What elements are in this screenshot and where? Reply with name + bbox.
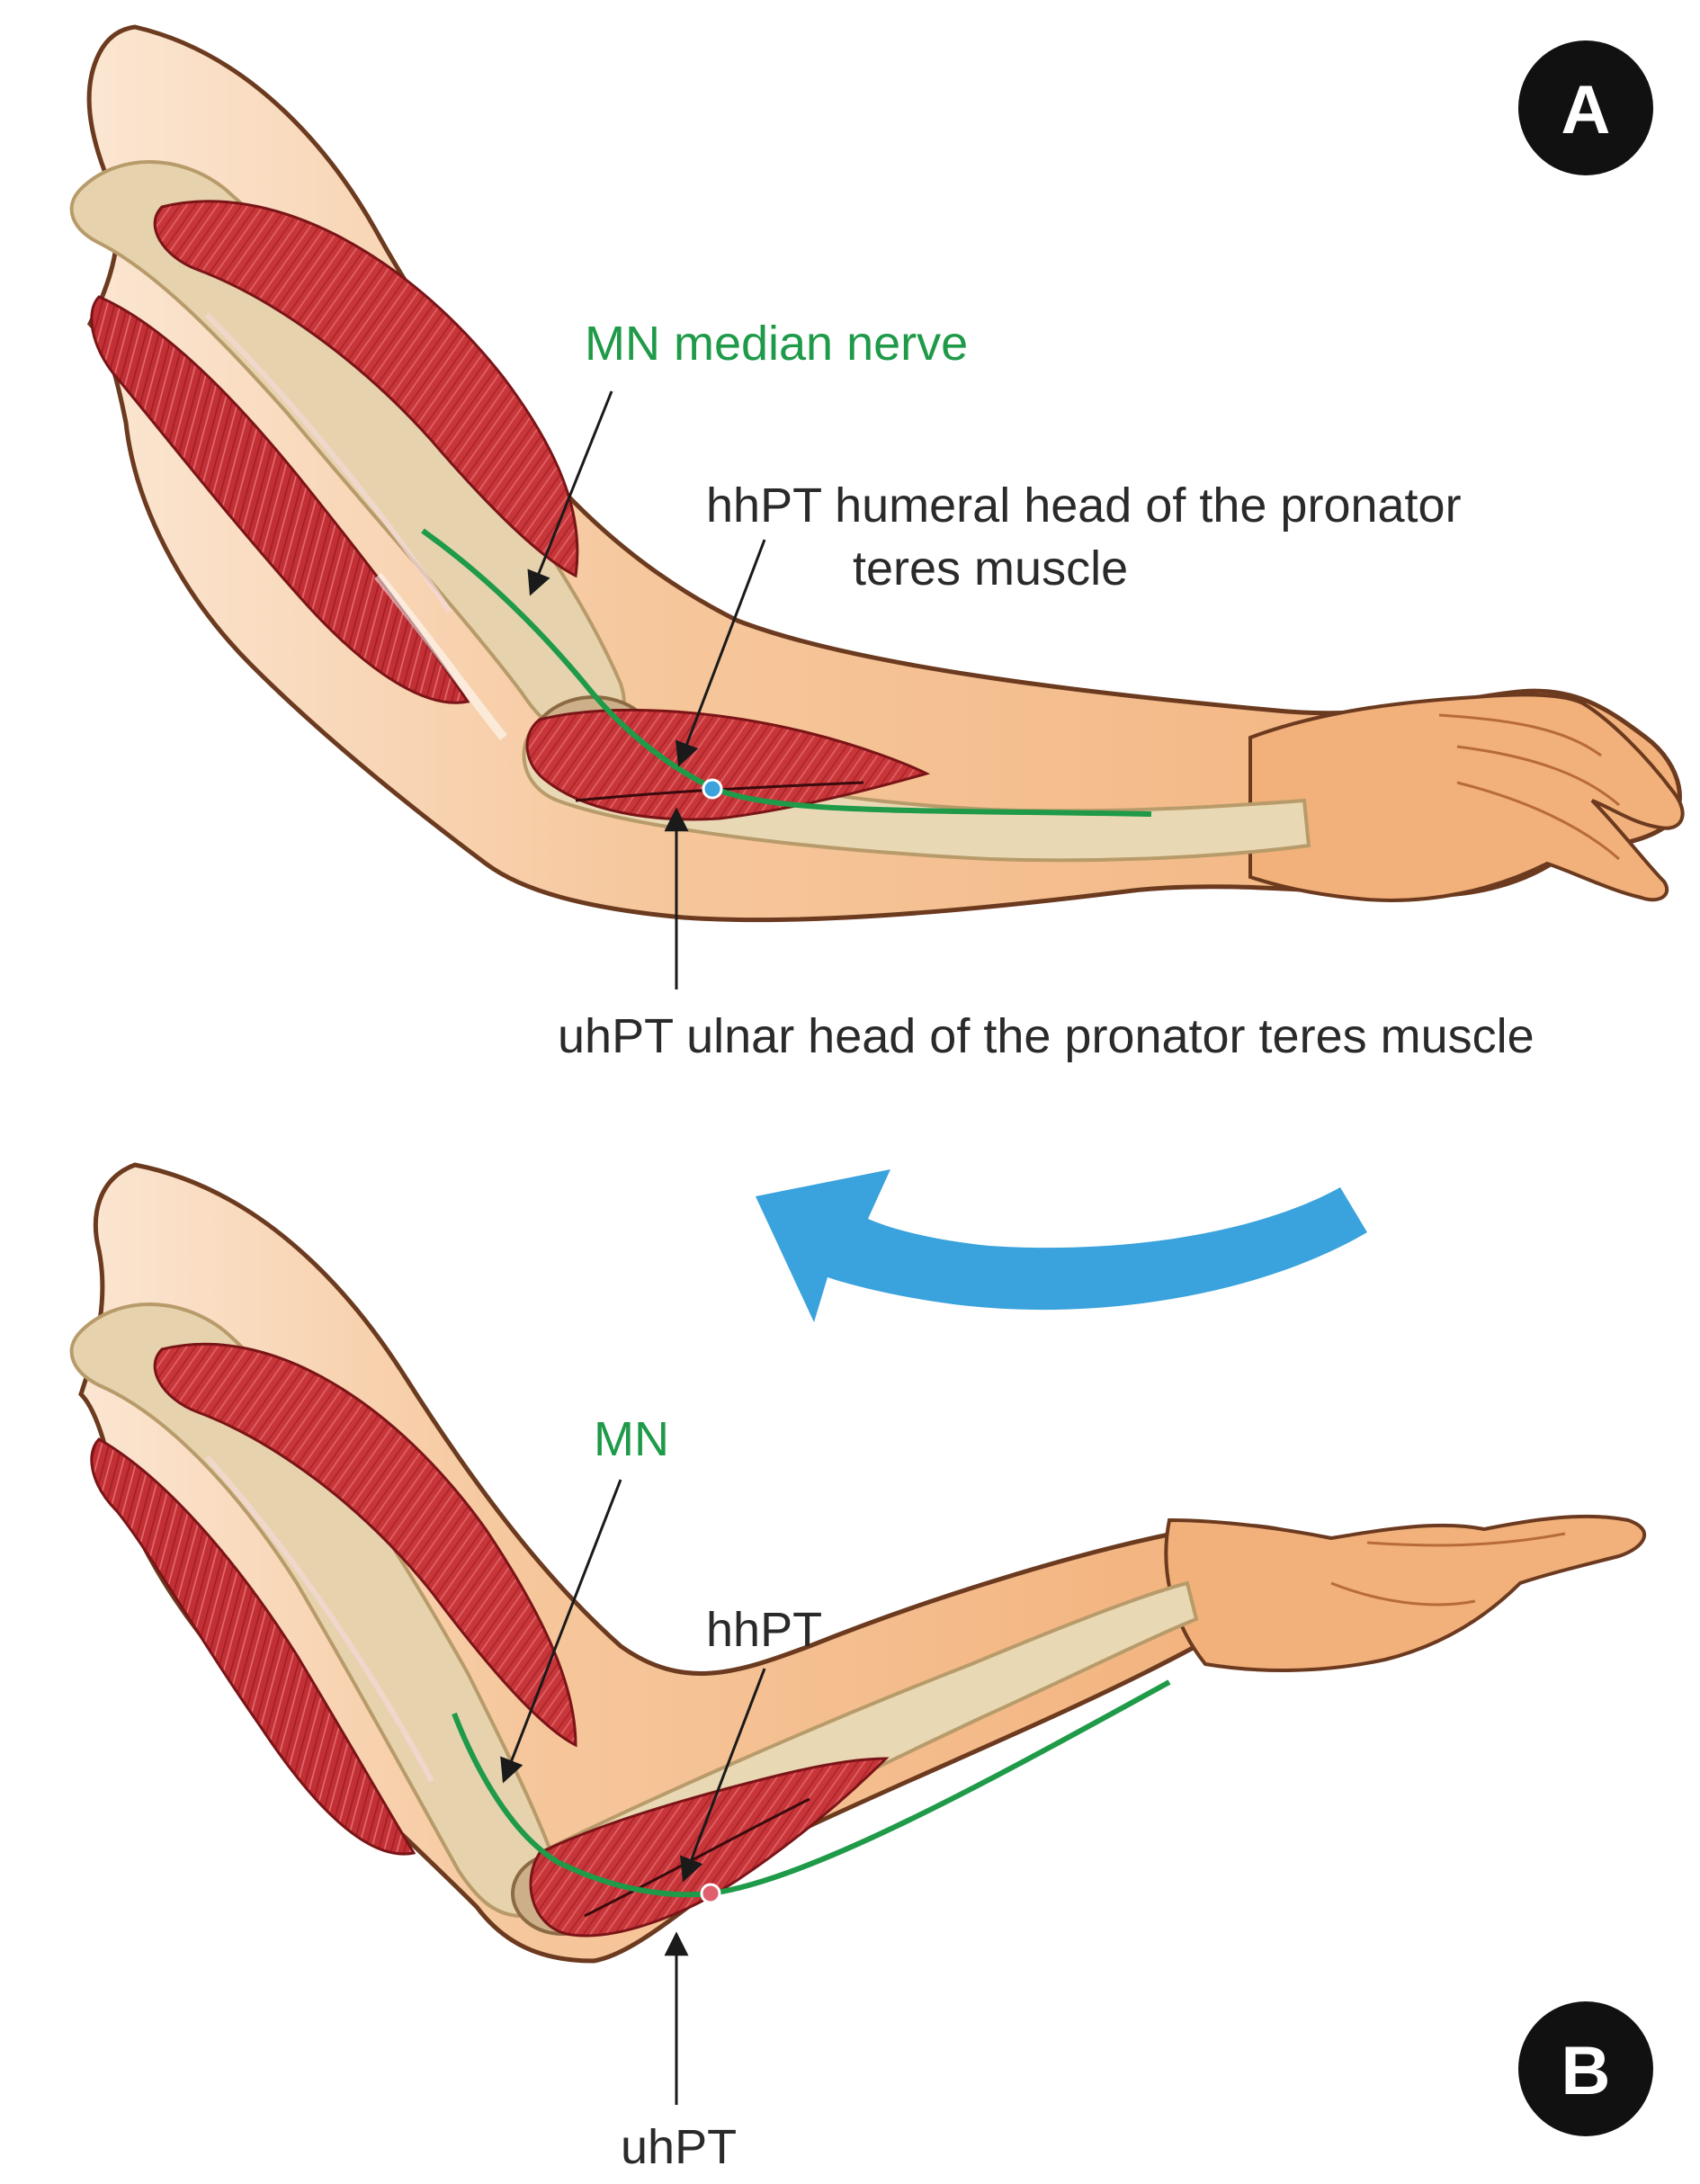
uhpt-label-b: uhPT [621,2120,737,2174]
hhpt-label-a-line2: teres muscle [853,542,1128,595]
mn-pointer-a [527,390,613,596]
badge-b-text: B [1561,2033,1611,2109]
hhpt-label-b: hhPT [706,1603,822,1657]
triceps-muscle-a [90,295,470,704]
triceps-muscle-b [90,1437,416,1856]
panel-a: MN median nerve hhPT humeral head of the… [69,24,1685,1063]
nerve-marker-a [702,778,723,800]
mn-pointer-b [500,1479,622,1784]
median-nerve-b [452,1679,1171,1898]
median-nerve-a [421,528,1152,817]
hand-a [1248,693,1685,902]
biceps-muscle-a [153,200,579,578]
hhpt-pointer-a [676,539,766,767]
nerve-marker-b [700,1883,721,1904]
badge-a-text: A [1561,72,1611,148]
hhpt-pointer-b [680,1668,766,1883]
mn-label-b: MN [594,1412,669,1466]
forearm-bones-a [522,717,1311,863]
panel-badge-a: A [1518,40,1653,175]
rotation-arrow [756,1169,1367,1322]
pronator-teres-muscle-b [529,1757,890,1938]
pronator-teres-muscle-a [525,708,931,821]
panel-b: MN hhPT uhPT B [69,1162,1653,2174]
hhpt-label-a-line1: hhPT humeral head of the pronator [706,479,1462,533]
hand-b [1164,1514,1647,1672]
mn-label-a: MN median nerve [585,317,968,371]
panel-badge-b: B [1518,2001,1653,2136]
uhpt-label-a: uhPT ulnar head of the pronator teres mu… [558,1009,1534,1063]
curved-arrow-icon [756,1169,1367,1322]
